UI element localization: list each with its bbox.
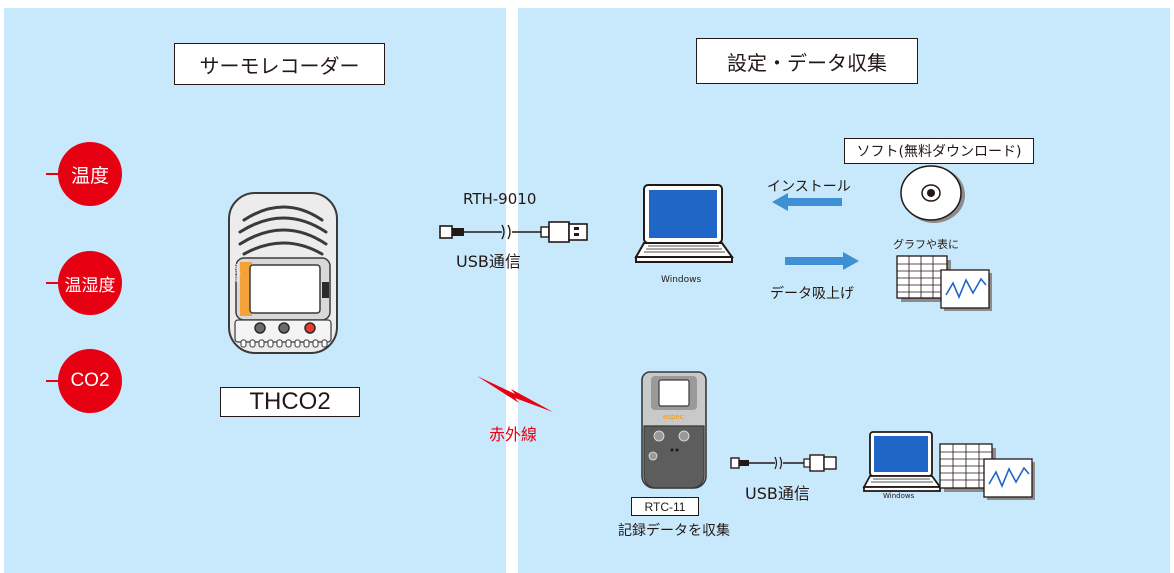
infrared-label: 赤外線 <box>489 425 538 444</box>
install-arrow-icon <box>772 193 842 211</box>
input-co2: CO2 <box>46 349 122 413</box>
cable-model-label: RTH-9010 <box>463 190 537 208</box>
graph-label: グラフや表に <box>893 238 959 251</box>
data-capture-arrow-icon <box>785 252 859 270</box>
left-panel-title: サーモレコーダー <box>174 43 385 85</box>
thermo-recorder-device-icon <box>226 190 341 360</box>
windows-label: Windows <box>661 275 702 285</box>
windows-bottom-label: Windows <box>883 492 915 500</box>
data-capture-label: データ吸上げ <box>770 286 854 302</box>
usb-communication-label: USB通信 <box>456 252 521 271</box>
software-label: ソフト(無料ダウンロード) <box>844 138 1034 164</box>
collector-model-label: RTC-11 <box>631 497 699 516</box>
right-panel-title: 設定・データ収集 <box>696 38 918 84</box>
input-temp-humidity: 温湿度 <box>46 251 122 315</box>
usb-cable-bottom-icon <box>730 452 838 474</box>
table-graph-icon <box>895 255 995 313</box>
laptop-bottom-icon <box>862 430 942 496</box>
cd-disc-icon <box>900 165 970 225</box>
collector-brand: espec <box>663 413 684 421</box>
data-collector-device-icon <box>640 368 708 490</box>
right-panel <box>518 8 1170 573</box>
infrared-signal-icon <box>475 372 555 416</box>
install-label: インストール <box>767 179 851 195</box>
input-temperature-label: 温度 <box>58 142 122 206</box>
usb-communication-bottom-label: USB通信 <box>745 484 810 503</box>
input-co2-label: CO2 <box>58 349 122 413</box>
table-graph-bottom-icon <box>938 443 1038 503</box>
laptop-icon <box>634 182 734 272</box>
thermo-device-brand: espec <box>233 261 241 282</box>
input-temp-humidity-label: 温湿度 <box>58 251 122 315</box>
collect-data-label: 記録データを収集 <box>618 523 730 539</box>
device-model-label: THCO2 <box>220 387 360 417</box>
usb-cable-icon <box>438 219 593 245</box>
input-temperature: 温度 <box>46 142 122 206</box>
